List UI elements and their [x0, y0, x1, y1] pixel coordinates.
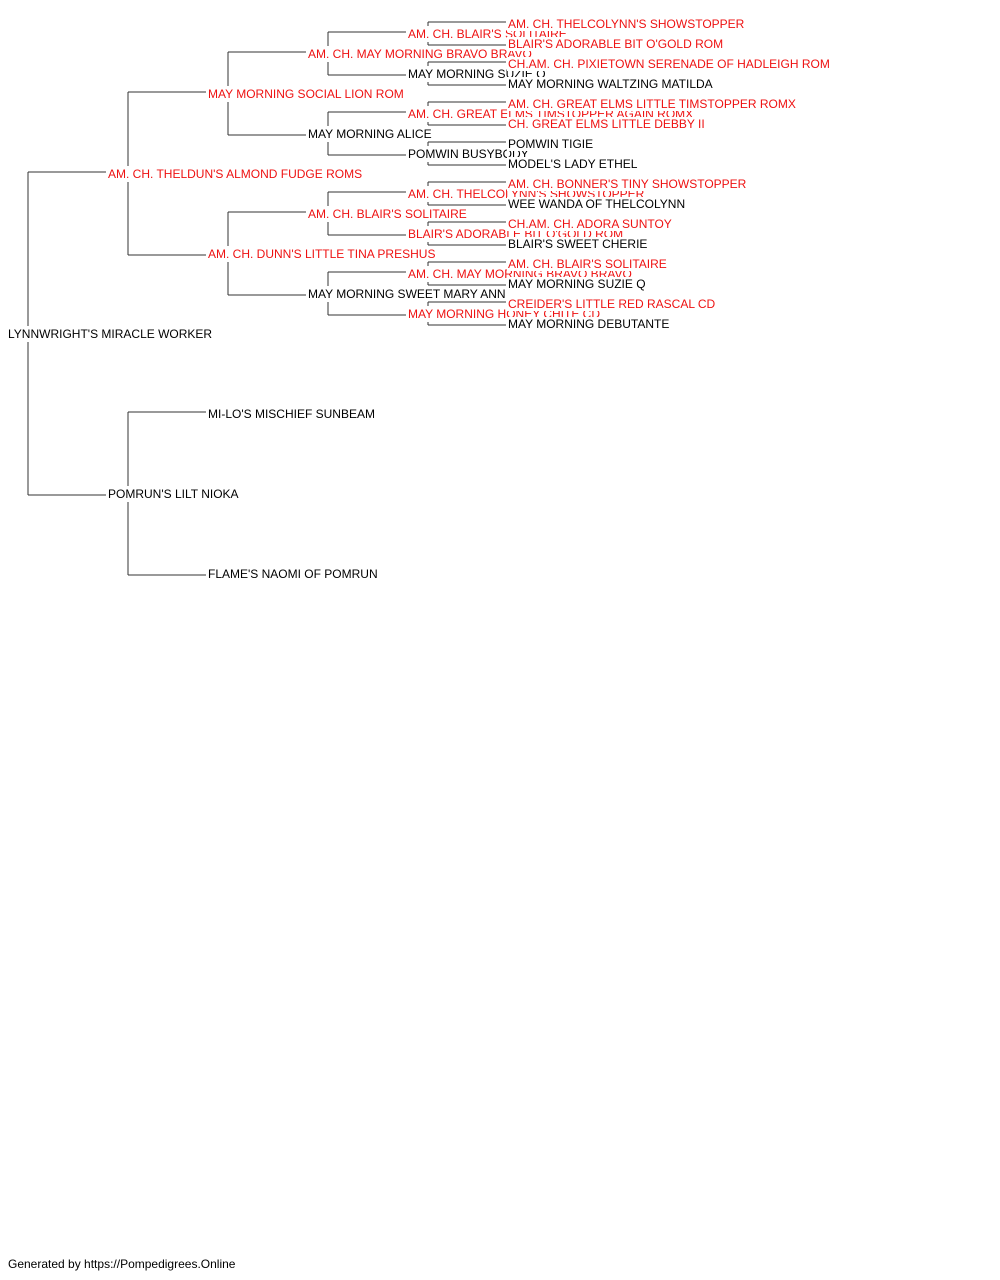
ancestor-name-gen2: MAY MORNING SOCIAL LION ROM: [207, 87, 405, 101]
ancestor-name-gen1: POMRUN'S LILT NIOKA: [107, 487, 240, 501]
ancestor-name-gen1: AM. CH. THELDUN'S ALMOND FUDGE ROMS: [107, 167, 364, 181]
ancestor-name-gen5: MAY MORNING SUZIE Q: [507, 277, 647, 291]
ancestor-name-gen5: CH. GREAT ELMS LITTLE DEBBY II: [507, 117, 706, 131]
ancestor-name-gen5: CREIDER'S LITTLE RED RASCAL CD: [507, 297, 717, 311]
ancestor-name-gen3: MAY MORNING ALICE: [307, 127, 433, 141]
ancestor-name-gen5: BLAIR'S SWEET CHERIE: [507, 237, 649, 251]
ancestor-name-gen2: MI-LO'S MISCHIEF SUNBEAM: [207, 407, 376, 421]
ancestor-name-gen5: AM. CH. GREAT ELMS LITTLE TIMSTOPPER ROM…: [507, 97, 797, 111]
ancestor-name-gen5: MODEL'S LADY ETHEL: [507, 157, 639, 171]
ancestor-name-gen3: AM. CH. BLAIR'S SOLITAIRE: [307, 207, 468, 221]
ancestor-name-gen5: AM. CH. BLAIR'S SOLITAIRE: [507, 257, 668, 271]
ancestor-name-gen3: MAY MORNING SWEET MARY ANN: [307, 287, 507, 301]
ancestor-name-gen5: WEE WANDA OF THELCOLYNN: [507, 197, 687, 211]
ancestor-name-gen5: CH.AM. CH. PIXIETOWN SERENADE OF HADLEIG…: [507, 57, 831, 71]
ancestor-name-gen5: MAY MORNING WALTZING MATILDA: [507, 77, 714, 91]
ancestor-name-gen5: BLAIR'S ADORABLE BIT O'GOLD ROM: [507, 37, 725, 51]
ancestor-name-gen4: POMWIN BUSYBODY: [407, 147, 530, 161]
ancestor-name-gen3: AM. CH. MAY MORNING BRAVO BRAVO: [307, 47, 533, 61]
ancestor-name-gen5: MAY MORNING DEBUTANTE: [507, 317, 671, 331]
ancestor-name-gen5: CH.AM. CH. ADORA SUNTOY: [507, 217, 673, 231]
ancestor-name-gen5: POMWIN TIGIE: [507, 137, 595, 151]
generated-by-footer: Generated by https://Pompedigrees.Online: [8, 1257, 236, 1271]
ancestor-name-gen5: AM. CH. BONNER'S TINY SHOWSTOPPER: [507, 177, 748, 191]
ancestor-name-gen2: AM. CH. DUNN'S LITTLE TINA PRESHUS: [207, 247, 437, 261]
ancestor-name-gen2: FLAME'S NAOMI OF POMRUN: [207, 567, 379, 581]
ancestor-name-gen5: AM. CH. THELCOLYNN'S SHOWSTOPPER: [507, 17, 746, 31]
subject-dog-name: LYNNWRIGHT'S MIRACLE WORKER: [7, 327, 214, 341]
